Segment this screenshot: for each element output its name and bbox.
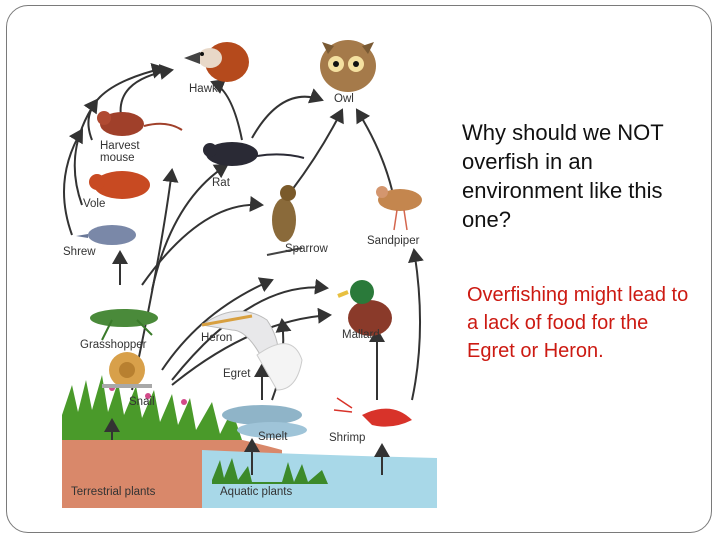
label-vole: Vole bbox=[83, 198, 106, 210]
label-shrimp: Shrimp bbox=[329, 432, 366, 444]
arrow-plants-to-mallard bbox=[171, 278, 329, 381]
label-heron: Heron bbox=[201, 332, 233, 344]
grasshopper-figure bbox=[90, 309, 158, 341]
egret-figure bbox=[256, 343, 303, 391]
arrow-shrew-to-hawk bbox=[63, 128, 84, 236]
hawk-figure bbox=[184, 42, 249, 82]
label-hawk: Hawk bbox=[189, 83, 218, 95]
shrew-figure bbox=[76, 225, 136, 245]
arrow-sparrow-to-owl bbox=[291, 108, 344, 191]
label-rat: Rat bbox=[212, 177, 230, 189]
arrow-sandpiper-to-owl bbox=[355, 108, 393, 191]
label-harvest-mouse: Harvest mouse bbox=[100, 140, 140, 164]
harvest-mouse-figure bbox=[97, 111, 183, 136]
label-shrew: Shrew bbox=[63, 246, 96, 258]
arrow-to-hawk bbox=[87, 63, 166, 141]
label-terrestrial-plants: Terrestrial plants bbox=[71, 486, 156, 498]
sparrow-figure bbox=[266, 185, 303, 256]
label-aquatic-plants: Aquatic plants bbox=[220, 486, 293, 498]
aquatic-plants-shape bbox=[212, 458, 328, 484]
food-web-illustration bbox=[62, 40, 437, 508]
habitat-background bbox=[62, 375, 437, 508]
arrow-shrimp-to-sandpiper bbox=[408, 248, 424, 401]
arrow-rat-to-owl bbox=[251, 88, 324, 139]
label-sparrow: Sparrow bbox=[285, 243, 328, 255]
label-owl: Owl bbox=[334, 93, 354, 105]
label-snail: Snail bbox=[129, 396, 155, 408]
mallard-figure bbox=[337, 280, 392, 336]
vole-figure bbox=[89, 171, 150, 199]
arrow-plants-to-heron bbox=[161, 277, 274, 371]
label-sandpiper: Sandpiper bbox=[367, 235, 420, 247]
arrow-vole-to-hawk bbox=[73, 98, 99, 206]
arrow-rat-to-hawk bbox=[210, 79, 243, 141]
answer-text: Overfishing might lead to a lack of food… bbox=[467, 284, 689, 362]
sandpiper-figure bbox=[376, 186, 422, 231]
snail-figure bbox=[102, 352, 152, 388]
question-text: Why should we NOT overfish in an environ… bbox=[462, 120, 664, 232]
arrow-grasshopper-to-rat bbox=[151, 163, 229, 291]
label-grasshopper: Grasshopper bbox=[80, 339, 147, 351]
label-mallard: Mallard bbox=[342, 329, 380, 341]
rat-figure bbox=[203, 142, 305, 166]
food-web-diagram: Hawk Owl Harvest mouse Rat Vole Sparrow … bbox=[52, 30, 444, 508]
smelt-figure bbox=[222, 405, 307, 438]
owl-figure bbox=[320, 40, 376, 92]
label-egret: Egret bbox=[223, 368, 251, 380]
label-smelt: Smelt bbox=[258, 431, 288, 443]
shrimp-figure bbox=[333, 397, 412, 427]
